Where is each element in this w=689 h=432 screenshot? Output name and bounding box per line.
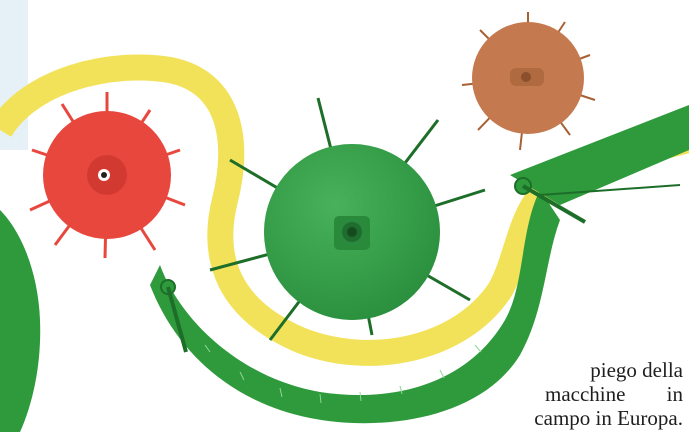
caption-line-3: campo in Europa. [523, 406, 683, 430]
caption-line-1: piego della [523, 358, 683, 382]
red-rotor [30, 92, 185, 258]
caption-line-2: macchine in [523, 382, 683, 406]
orange-rotor [462, 12, 595, 150]
left-green-housing [0, 210, 40, 432]
caption-text: piego della macchine in campo in Europa. [523, 358, 683, 430]
